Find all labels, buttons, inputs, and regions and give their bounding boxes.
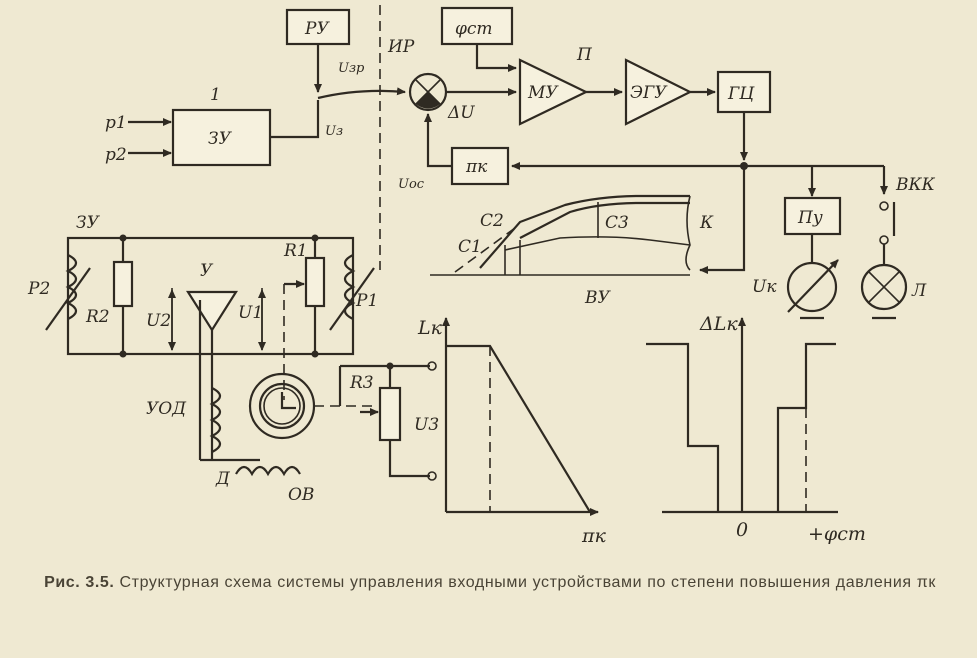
- inlet-sketch: [430, 194, 691, 276]
- p2-input-label: p2: [105, 145, 127, 165]
- inlet-upper-wall: [479, 194, 690, 269]
- inlet-lower-contour: [504, 236, 691, 251]
- delta-u-label: ΔU: [447, 103, 475, 123]
- mu-amplifier: [518, 58, 589, 126]
- zu-circuit-label: ЗУ: [76, 213, 101, 233]
- amp-u-label: У: [200, 261, 214, 281]
- motor-rotor: [263, 387, 301, 425]
- pi-k-block: [450, 146, 510, 186]
- zu-label: ЗУ: [208, 129, 233, 149]
- u-os-label: Uос: [398, 177, 425, 192]
- ir-shaded-sector: [416, 92, 440, 109]
- u3-label: U3: [414, 415, 439, 435]
- ov-label: ОВ: [288, 485, 314, 505]
- uod-coil: [209, 387, 222, 453]
- p2-bellows-arrow: [45, 267, 91, 331]
- chart-right-xmark: +φст: [808, 523, 866, 545]
- r1-label: R1: [283, 241, 308, 261]
- r2-label: R2: [85, 307, 110, 327]
- r3-resistor: [378, 386, 402, 442]
- pi-k-label: πк: [465, 157, 488, 177]
- phi-st-label: φст: [455, 19, 493, 39]
- chart-right-left-step: [646, 342, 720, 512]
- vu-label: ВУ: [584, 288, 611, 308]
- c1-label: C1: [458, 237, 482, 257]
- caption-text: Структурная схема системы управления вхо…: [119, 574, 936, 591]
- u3-terminal-bottom: [427, 471, 437, 481]
- p1-input-label: p1: [105, 113, 127, 133]
- k-label: К: [699, 213, 714, 233]
- gc-block: [716, 70, 772, 114]
- chart-left-curve: [446, 344, 591, 513]
- lamp: [860, 263, 908, 311]
- motor-shaft: [280, 392, 296, 410]
- ru-label: РУ: [304, 19, 330, 39]
- u3-terminal-top: [427, 361, 437, 371]
- inlet-ramp: [519, 201, 690, 239]
- caption-lead: Рис. 3.5.: [44, 574, 115, 591]
- p-group-label: П: [576, 45, 593, 65]
- pi-k-to-ir: [424, 113, 452, 168]
- pu-label: Пу: [797, 208, 823, 228]
- chart-left-ylabel: Lк: [417, 317, 443, 339]
- motor-inner: [258, 382, 306, 430]
- r2-resistor: [112, 260, 134, 308]
- zu-block: [171, 108, 272, 167]
- ov-coil: [235, 465, 301, 477]
- c2-label: C2: [480, 211, 504, 231]
- block-1-number: 1: [210, 85, 221, 105]
- switch-arm: [317, 87, 406, 100]
- chart-left-xlabel: πк: [581, 525, 606, 547]
- r2-node-bottom: [119, 350, 127, 358]
- lamp-cross-b: [867, 270, 901, 304]
- uk-label: Uк: [752, 277, 777, 297]
- figure-caption: Рис. 3.5. Структурная схема системы упра…: [40, 572, 940, 594]
- r2-node-top: [119, 234, 127, 242]
- r3-label: R3: [349, 373, 374, 393]
- r1-node-bottom: [311, 350, 319, 358]
- vkk-contact-top: [879, 201, 889, 211]
- motor-d-label: Д: [215, 469, 231, 489]
- r1-node-top: [311, 234, 319, 242]
- r3-lead-bottom: [388, 440, 430, 478]
- u1-label: U1: [238, 303, 263, 323]
- gc-to-vu: [699, 166, 746, 274]
- u2-label: U2: [146, 311, 171, 331]
- egu-label: ЭГУ: [630, 83, 668, 103]
- p2-bellows-label: Р2: [27, 279, 50, 299]
- p2-bellows-coil: [65, 254, 78, 320]
- c3-label: C3: [605, 213, 629, 233]
- chart-right-zero: 0: [736, 519, 748, 541]
- u-z-top-label: Uз: [325, 124, 343, 139]
- p1-bellows-coil: [343, 254, 356, 320]
- phi-st-arrow: [475, 44, 517, 72]
- mu-label: МУ: [527, 83, 559, 103]
- lamp-label: Л: [911, 281, 927, 301]
- vkk-label: ВКК: [895, 175, 936, 195]
- p1-bellows-label: Р1: [355, 291, 378, 311]
- p1-bellows-arrow: [329, 267, 375, 331]
- egu-amplifier: [624, 58, 693, 126]
- r3-node: [386, 362, 394, 370]
- ir-label: ИР: [387, 37, 415, 57]
- inlet-break-line: [685, 195, 691, 271]
- phi-st-block: [440, 6, 514, 46]
- r1-resistor: [304, 256, 326, 308]
- chart-right: [646, 317, 838, 514]
- chart-right-right-step: [776, 342, 836, 512]
- inlet-dash-c1: [454, 227, 516, 273]
- uk-meter-needle: [787, 259, 839, 313]
- chart-right-ylabel: ΔLк: [699, 313, 738, 335]
- chart-left: [442, 317, 599, 516]
- u-zr-label: Uзр: [338, 61, 365, 76]
- amp-u-triangle: [186, 290, 238, 333]
- uk-meter: [786, 261, 838, 313]
- gc-label: ГЦ: [727, 84, 755, 104]
- zu-output-line: [270, 100, 320, 139]
- vkk-contact-bottom: [879, 235, 889, 245]
- uod-label: УОД: [146, 399, 187, 419]
